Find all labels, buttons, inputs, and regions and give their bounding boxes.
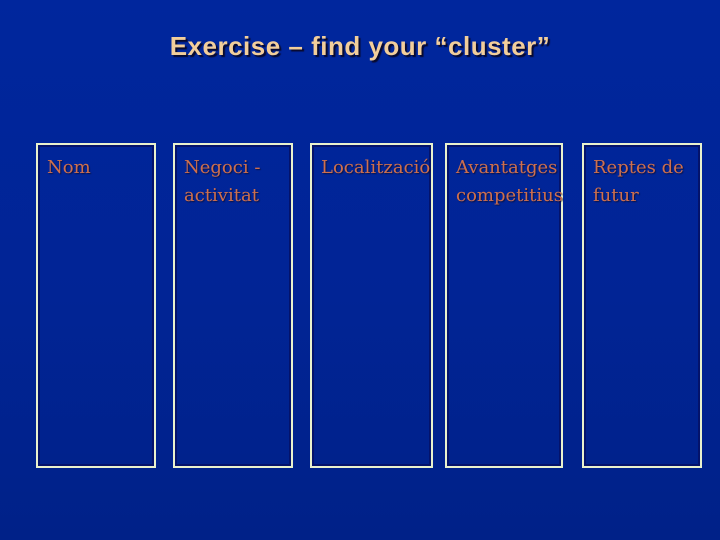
column-label-localitzacio: Localització (321, 157, 431, 178)
column-box-reptes-de-futur: Reptes de futur (582, 143, 702, 468)
column-box-localitzacio: Localització (310, 143, 433, 468)
slide-title: Exercise – find your “cluster” (169, 31, 551, 61)
column-label-avantatges-competitius: Avantatges competitius (456, 157, 563, 206)
column-label-negoci-activitat: Negoci - activitat (184, 157, 261, 206)
column-label-nom: Nom (47, 157, 91, 178)
column-label-reptes-de-futur: Reptes de futur (593, 157, 684, 206)
column-box-negoci-activitat: Negoci - activitat (173, 143, 293, 468)
column-box-avantatges-competitius: Avantatges competitius (445, 143, 563, 468)
column-box-nom: Nom (36, 143, 156, 468)
